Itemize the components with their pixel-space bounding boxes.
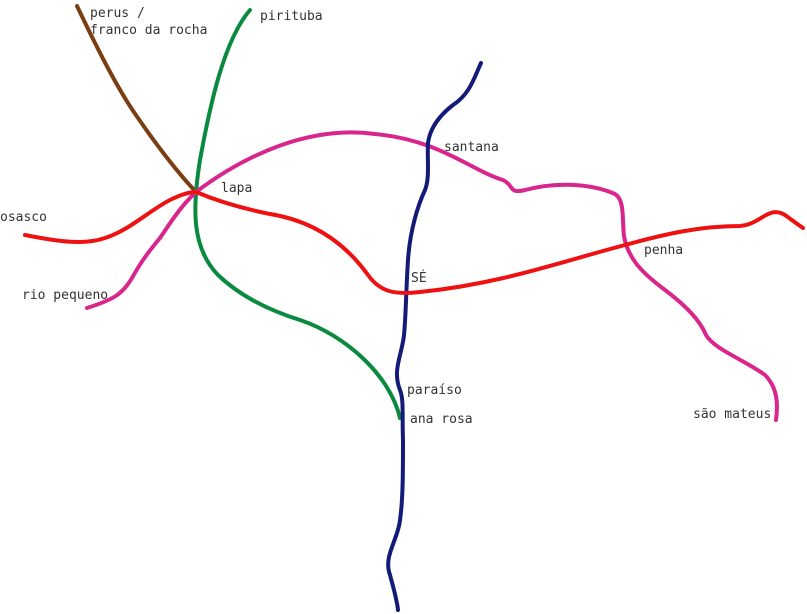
station-label-se: SÉ [411, 271, 427, 286]
station-label-penha: penha [644, 243, 684, 258]
line-osasco-penha [23, 190, 805, 295]
station-label-paraiso: paraíso [407, 383, 462, 398]
station-label-rio-pequeno: rio pequeno [22, 288, 109, 303]
station-label-lapa: lapa [221, 181, 253, 196]
station-label-sao-mateus: são mateus [693, 407, 772, 422]
station-label-perus: perus / franco da rocha [90, 6, 208, 38]
line-perus-franco-da-rocha [75, 4, 198, 194]
station-label-pirituba: pirituba [260, 9, 323, 24]
station-label-osasco: osasco [0, 210, 47, 225]
station-label-ana-rosa: ana rosa [410, 412, 473, 427]
line-pirituba-ana-rosa [193, 8, 402, 420]
line-navy [386, 61, 483, 612]
station-label-santana: santana [444, 140, 499, 155]
line-rio-pequeno-sao-mateus [85, 130, 779, 422]
